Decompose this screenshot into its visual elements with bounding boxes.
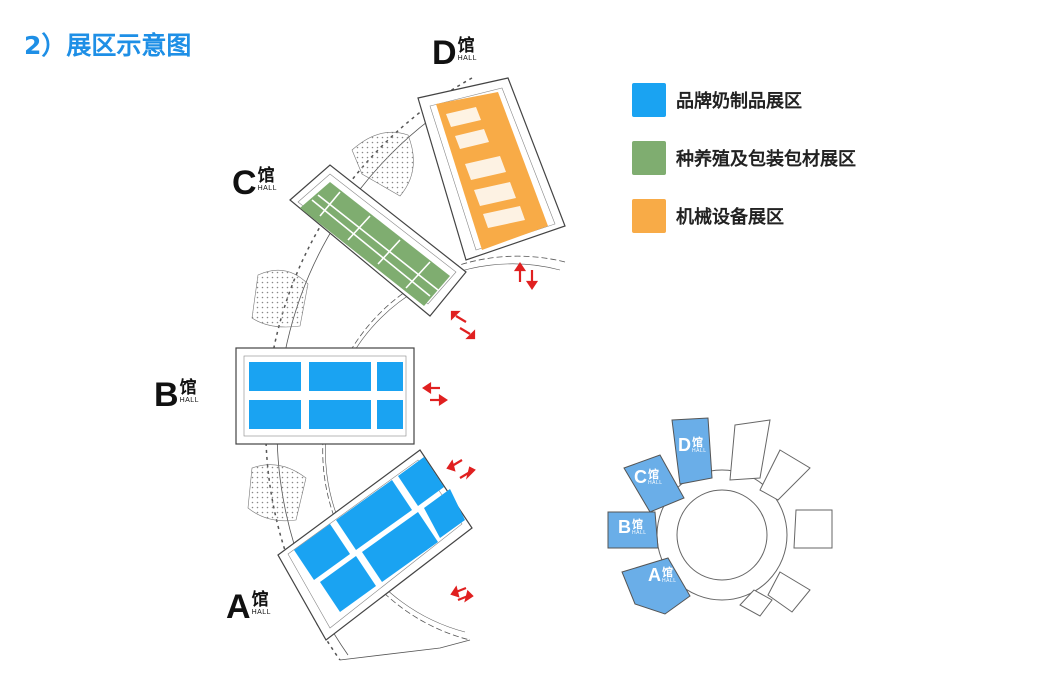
legend-swatch-dairy bbox=[632, 83, 666, 117]
hall-c-breeding-packaging-zone bbox=[300, 182, 450, 306]
hall-d-hall: HALL bbox=[457, 55, 478, 62]
hall-d-guan: 馆 bbox=[457, 36, 475, 56]
legend-item-dairy: 品牌奶制品展区 bbox=[632, 82, 856, 118]
mini-map-c-hall: HALL bbox=[648, 480, 663, 486]
mini-map-b-guan: 馆 bbox=[632, 518, 643, 531]
mini-map-c-guan: 馆 bbox=[648, 468, 659, 481]
hall-b-dairy-zone bbox=[249, 362, 403, 429]
mini-map-d-guan: 馆 bbox=[692, 436, 703, 449]
mini-map-highlighted-halls bbox=[607, 417, 713, 615]
hall-a-letter: A bbox=[226, 588, 251, 626]
mini-map-d-hall: HALL bbox=[692, 448, 707, 454]
hall-c-guan: 馆 bbox=[257, 166, 275, 186]
hall-a-hall: HALL bbox=[251, 609, 272, 616]
legend-swatch-machinery bbox=[632, 199, 666, 233]
hall-d-building bbox=[417, 77, 566, 261]
mini-map-b-letter: B bbox=[618, 517, 631, 537]
hall-c-hall: HALL bbox=[257, 185, 278, 192]
hall-d-letter: D bbox=[432, 34, 457, 72]
legend-label-dairy: 品牌奶制品展区 bbox=[676, 91, 802, 112]
legend-label-machinery: 机械设备展区 bbox=[676, 207, 784, 228]
hall-c-building bbox=[289, 164, 467, 317]
mini-map bbox=[607, 417, 833, 617]
mini-map-other-halls bbox=[729, 419, 833, 617]
legend: 品牌奶制品展区 种养殖及包装包材展区 机械设备展区 bbox=[632, 82, 856, 256]
mini-map-b-hall: HALL bbox=[632, 530, 647, 536]
hall-a-building bbox=[277, 449, 473, 641]
mini-map-d-letter: D bbox=[678, 435, 691, 455]
hall-b-building bbox=[235, 347, 415, 445]
hall-a-dairy-zone bbox=[294, 457, 465, 612]
courtyards bbox=[247, 131, 414, 522]
legend-item-machinery: 机械设备展区 bbox=[632, 198, 856, 234]
mini-map-a-hall: HALL bbox=[662, 578, 677, 584]
hall-b-letter: B bbox=[154, 376, 179, 414]
entrance-arrows bbox=[422, 262, 539, 603]
legend-label-breeding: 种养殖及包装包材展区 bbox=[676, 149, 856, 170]
legend-swatch-breeding bbox=[632, 141, 666, 175]
mini-map-a-guan: 馆 bbox=[662, 566, 673, 579]
mini-map-c-letter: C bbox=[634, 467, 647, 487]
legend-item-breeding: 种养殖及包装包材展区 bbox=[632, 140, 856, 176]
hall-b-guan: 馆 bbox=[179, 378, 197, 398]
hall-a-guan: 馆 bbox=[251, 590, 269, 610]
hall-c-letter: C bbox=[232, 164, 257, 202]
page-title: 2）展区示意图 bbox=[24, 31, 192, 60]
hall-b-hall: HALL bbox=[179, 397, 200, 404]
mini-map-a-letter: A bbox=[648, 565, 661, 585]
